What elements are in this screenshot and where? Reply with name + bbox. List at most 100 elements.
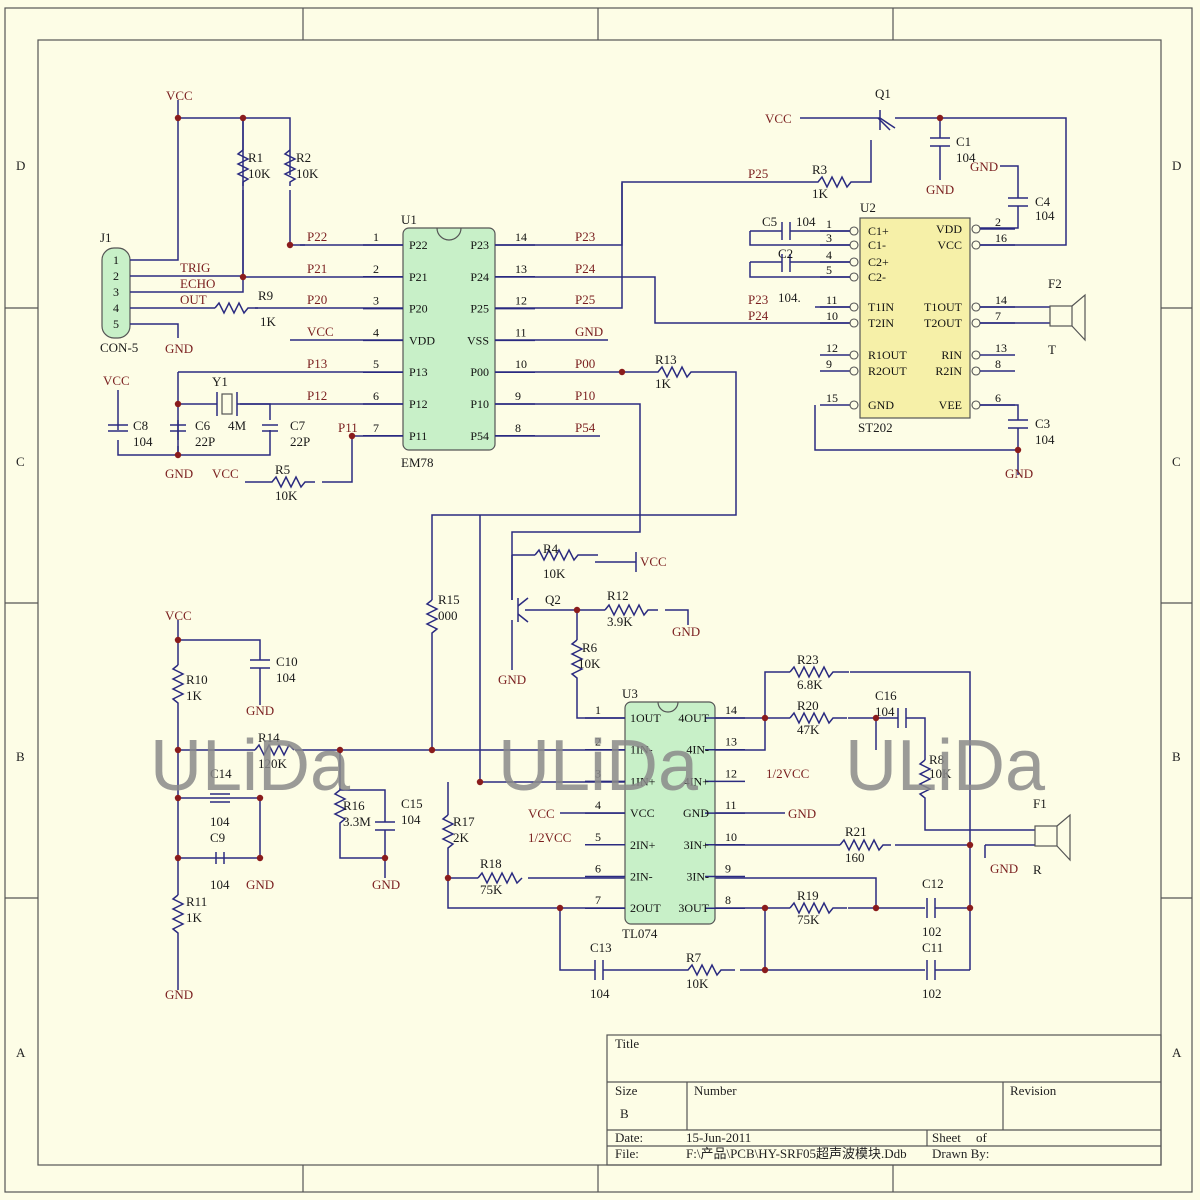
watermark: ULiDa ULiDa ULiDa: [150, 726, 1046, 806]
date-label: Date:: [615, 1130, 643, 1145]
svg-text:GND: GND: [1005, 466, 1033, 481]
svg-text:104: 104: [875, 704, 895, 719]
u3-pins: 11OUT21IN-31IN+4VCC52IN+62IN-72OUT144OUT…: [585, 703, 745, 915]
u2-pin-name: VEE: [939, 398, 962, 412]
svg-text:10K: 10K: [248, 166, 271, 181]
junction-dot: [936, 114, 944, 122]
u2-pin-number: 12: [826, 341, 838, 355]
svg-text:C2: C2: [778, 246, 793, 261]
svg-text:4M: 4M: [228, 418, 247, 433]
svg-text:1K: 1K: [812, 186, 829, 201]
u2-pin-name: T1OUT: [924, 300, 963, 314]
svg-text:ULiDa: ULiDa: [498, 726, 699, 806]
svg-text:160: 160: [845, 850, 865, 865]
svg-text:R20: R20: [797, 698, 819, 713]
svg-text:120K: 120K: [258, 756, 288, 771]
svg-text:C3: C3: [1035, 416, 1050, 431]
svg-text:104: 104: [796, 214, 816, 229]
svg-text:ULiDa: ULiDa: [845, 726, 1046, 806]
svg-text:R5: R5: [275, 462, 290, 477]
u3-pin-number: 12: [725, 766, 737, 780]
svg-text:GND: GND: [970, 159, 998, 174]
svg-text:C4: C4: [1035, 194, 1051, 209]
u1-pin-number: 12: [515, 294, 527, 308]
j1-name: CON-5: [100, 340, 138, 355]
junction-dot: [256, 854, 264, 862]
u2-pin-name: C2-: [868, 270, 886, 284]
svg-text:Q2: Q2: [545, 592, 561, 607]
svg-text:104: 104: [956, 150, 976, 165]
svg-text:P10: P10: [575, 388, 595, 403]
svg-text:Y1: Y1: [212, 374, 228, 389]
svg-text:R6: R6: [582, 640, 598, 655]
j1-pin: 4: [113, 301, 119, 315]
svg-text:GND: GND: [165, 987, 193, 1002]
svg-text:104: 104: [210, 877, 230, 892]
gnd-label: GND: [165, 341, 193, 356]
u2-pin-name: RIN: [941, 348, 962, 362]
svg-text:C15: C15: [401, 796, 423, 811]
resistor-r2: R2 10K: [283, 149, 319, 186]
row-label: D: [16, 158, 25, 173]
u1-pin-number: 2: [373, 262, 379, 276]
u1-net-labels: P22 P21 P20 VCC P13 P12 P11 P23 P24 P25 …: [307, 229, 603, 435]
u3-pin-name: 3IN+: [684, 838, 710, 852]
j1-pin: 2: [113, 269, 119, 283]
u1-pin-number: 9: [515, 389, 521, 403]
transistor-q1: Q1 VCC: [765, 86, 1067, 246]
resistor-r5: R5 10K: [245, 462, 315, 503]
junction-dot: [872, 904, 880, 912]
u2-pin-number: 4: [826, 248, 832, 262]
svg-text:GND: GND: [990, 861, 1018, 876]
u2-pin-number: 11: [826, 293, 838, 307]
svg-text:T: T: [1048, 342, 1056, 357]
svg-text:1K: 1K: [186, 688, 203, 703]
svg-text:10K: 10K: [929, 766, 952, 781]
u1-pin-number: 7: [373, 421, 379, 435]
junction-dot: [239, 114, 247, 122]
junction-dot: [444, 874, 452, 882]
junction-dot: [174, 746, 182, 754]
svg-text:C9: C9: [210, 830, 225, 845]
junction-dot: [872, 714, 880, 722]
svg-text:1/2VCC: 1/2VCC: [528, 830, 571, 845]
junction-dot: [174, 114, 182, 122]
u3-pin-name: 1OUT: [630, 711, 661, 725]
j1-pin: 3: [113, 285, 119, 299]
file-value: F:\产品\PCB\HY-SRF05超声波模块.Ddb: [686, 1146, 907, 1161]
size-value: B: [620, 1106, 629, 1121]
svg-text:VCC: VCC: [307, 324, 334, 339]
svg-text:R1: R1: [248, 150, 263, 165]
number-label: Number: [694, 1083, 737, 1098]
u1-pin-name: P24: [470, 270, 489, 284]
u1-name: EM78: [401, 455, 434, 470]
junction-dot: [1014, 446, 1022, 454]
u1-pin-number: 5: [373, 357, 379, 371]
u2-pin-number: 6: [995, 391, 1001, 405]
svg-text:22P: 22P: [195, 434, 215, 449]
svg-text:6.8K: 6.8K: [797, 677, 823, 692]
svg-text:104: 104: [1035, 208, 1055, 223]
u3-pin-number: 4: [595, 798, 601, 812]
svg-text:10K: 10K: [686, 976, 709, 991]
transistor-q2: Q2 GND GND: [498, 592, 700, 687]
u3-pin-number: 11: [725, 798, 737, 812]
svg-text:R7: R7: [686, 950, 702, 965]
u1-pin-name: P22: [409, 238, 428, 252]
u1-pin-name: P13: [409, 365, 428, 379]
ic-u1: U1 EM78: [401, 212, 496, 470]
junction-dot: [286, 241, 294, 249]
svg-text:C1: C1: [956, 134, 971, 149]
svg-text:P22: P22: [307, 229, 327, 244]
